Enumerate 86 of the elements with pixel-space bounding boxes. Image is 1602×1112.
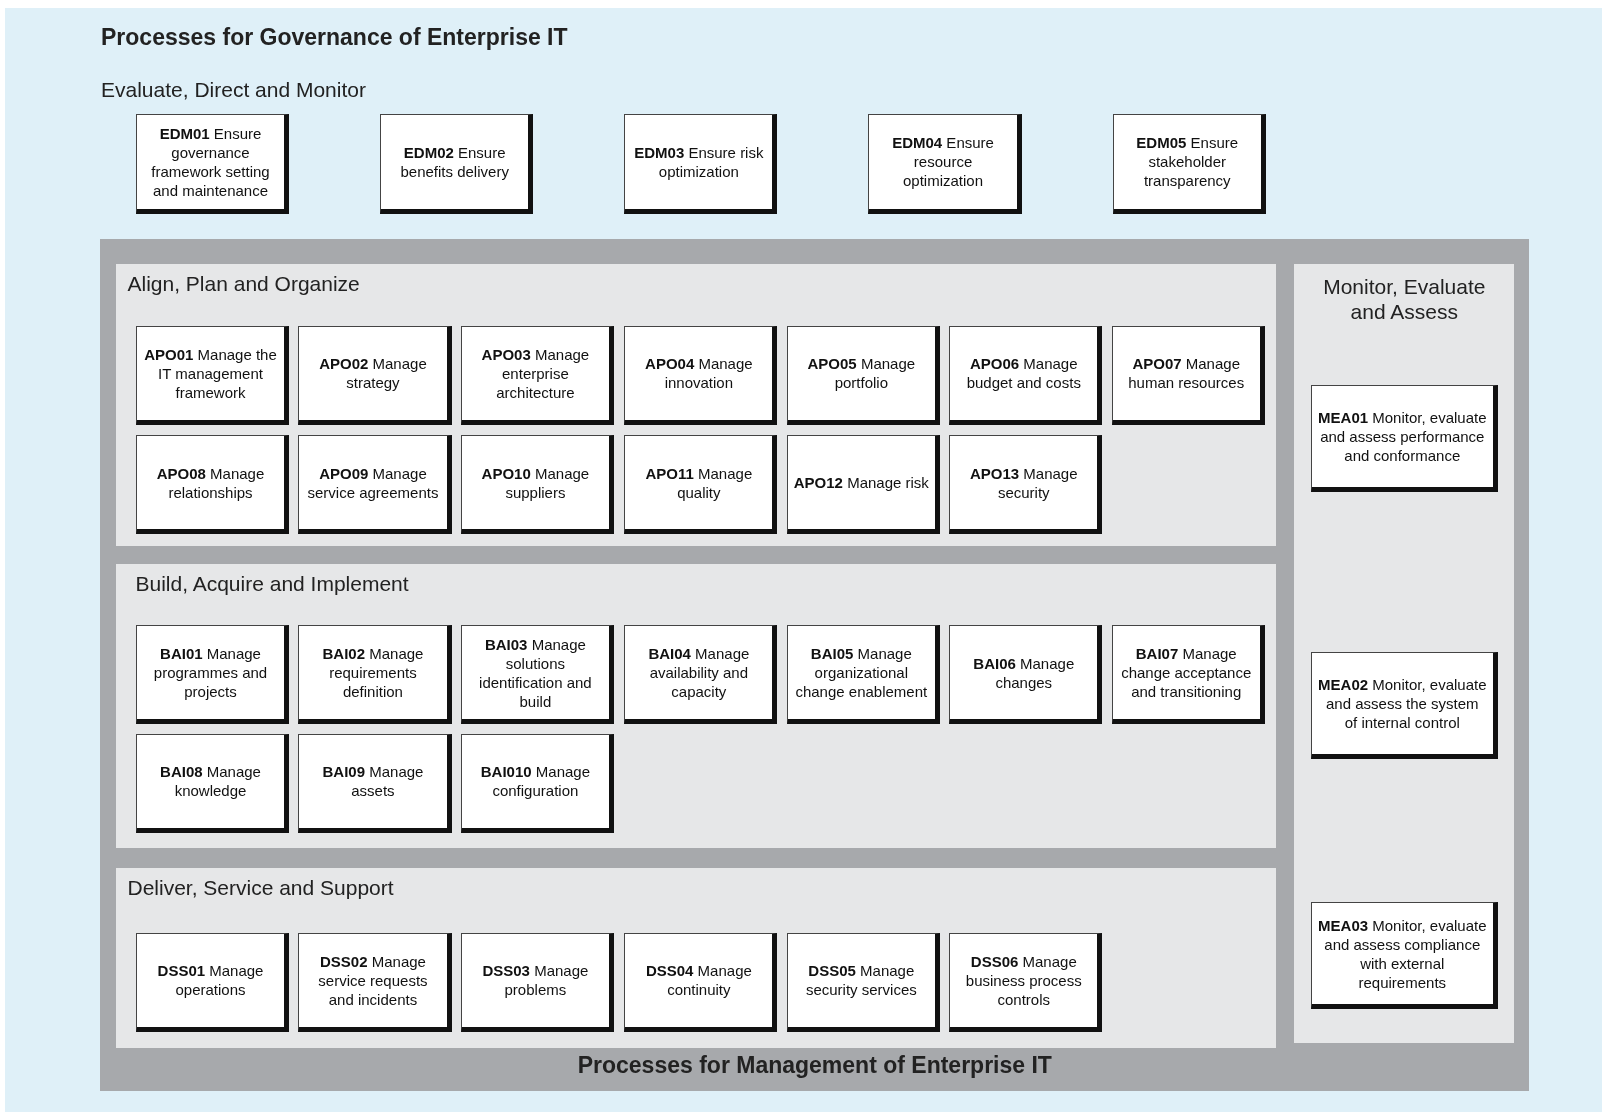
process-box <box>1310 385 1498 493</box>
domain-heading: Deliver, Service and Support <box>127 876 394 901</box>
process-box <box>298 733 452 833</box>
process-label: BAI06 Manage changes <box>972 653 1076 692</box>
process-box <box>786 932 940 1032</box>
process-label: EDM03 Ensure risk optimization <box>633 142 765 181</box>
process-label: APO13 Manage security <box>968 463 1079 502</box>
domain-heading: Build, Acquire and Implement <box>135 571 409 596</box>
process-box <box>624 625 778 725</box>
process-label: DSS05 Manage security services <box>804 961 918 1000</box>
process-label: EDM01 Ensure governance framework setting and maintenance <box>150 123 271 200</box>
process-box <box>298 435 452 535</box>
process-label: APO07 Manage human resources <box>1127 354 1246 393</box>
domain-panel <box>1294 263 1515 1044</box>
process-label: BAI010 Manage configuration <box>479 762 591 801</box>
process-label: APO01 Manage the IT management framework <box>143 344 278 402</box>
process-box <box>298 932 452 1032</box>
process-label: MEA01 Monitor, evaluate and assess performance and conformance <box>1317 408 1487 466</box>
process-box <box>460 625 614 725</box>
process-box <box>135 932 290 1032</box>
process-box <box>135 435 290 535</box>
process-label: DSS06 Manage business process controls <box>964 951 1083 1009</box>
domain-panel <box>100 239 1530 1092</box>
process-box <box>624 435 778 535</box>
process-label: APO06 Manage budget and costs <box>965 354 1082 393</box>
process-label: DSS03 Manage problems <box>481 961 590 1000</box>
domain-heading: Processes for Management of Enterprise IT <box>576 1052 1053 1080</box>
process-label: BAI09 Manage assets <box>321 762 425 801</box>
process-box <box>380 114 534 214</box>
process-box <box>135 733 290 833</box>
process-label: APO03 Manage enterprise architecture <box>480 344 591 402</box>
process-box <box>949 435 1103 535</box>
process-label: BAI04 Manage availability and capacity <box>647 644 751 702</box>
process-label: BAI08 Manage knowledge <box>159 762 262 801</box>
process-label: EDM04 Ensure resource optimization <box>891 133 995 191</box>
process-box <box>624 114 778 214</box>
domain-heading: Monitor, Evaluate and Assess <box>1322 273 1487 324</box>
process-label: APO11 Manage quality <box>644 463 754 502</box>
process-box <box>624 325 778 425</box>
process-box <box>135 114 290 214</box>
process-box <box>135 625 290 725</box>
process-label: DSS02 Manage service requests and incidents <box>317 951 429 1009</box>
process-box <box>298 625 452 725</box>
process-box <box>460 435 614 535</box>
process-box <box>868 114 1022 214</box>
process-label: DSS01 Manage operations <box>156 961 265 1000</box>
process-label: BAI01 Manage programmes and projects <box>152 644 269 702</box>
process-label: APO08 Manage relationships <box>155 463 266 502</box>
process-box <box>1310 902 1498 1010</box>
process-label: EDM02 Ensure benefits delivery <box>399 142 510 181</box>
process-box <box>1112 114 1266 214</box>
domain-heading: Align, Plan and Organize <box>127 271 360 296</box>
process-label: APO02 Manage strategy <box>318 354 428 393</box>
process-label: APO05 Manage portfolio <box>806 354 917 393</box>
process-box <box>624 932 778 1032</box>
process-label: APO04 Manage innovation <box>644 354 754 393</box>
process-label: DSS04 Manage continuity <box>644 961 753 1000</box>
process-box <box>1310 651 1498 760</box>
diagram-title: Processes for Governance of Enterprise IT <box>101 24 568 51</box>
process-box <box>786 435 940 535</box>
process-label: BAI07 Manage change acceptance and transitioning <box>1120 644 1253 702</box>
domain-panel <box>116 263 1277 546</box>
process-box <box>460 733 614 833</box>
process-label: MEA02 Monitor, evaluate and assess the system of internal control <box>1317 674 1487 732</box>
process-box <box>786 625 940 725</box>
process-box <box>949 932 1103 1032</box>
process-label: BAI05 Manage organizational change enablement <box>794 644 929 702</box>
process-label: BAI02 Manage requirements definition <box>321 644 425 702</box>
process-box <box>135 325 290 425</box>
process-box <box>949 625 1103 725</box>
process-box <box>1111 625 1265 725</box>
process-label: APO09 Manage service agreements <box>306 463 440 502</box>
domain-panel <box>116 563 1277 848</box>
process-label: MEA03 Monitor, evaluate and assess compliance with external requirements <box>1317 915 1487 992</box>
process-label: BAI03 Manage solutions identification and build <box>478 634 593 711</box>
process-box <box>1111 325 1265 425</box>
process-label: APO12 Manage risk <box>793 473 929 493</box>
process-box <box>298 325 452 425</box>
process-box <box>786 325 940 425</box>
process-box <box>949 325 1103 425</box>
domain-panel <box>116 868 1277 1049</box>
process-box <box>460 325 614 425</box>
section-heading: Evaluate, Direct and Monitor <box>101 78 366 102</box>
process-label: EDM05 Ensure stakeholder transparency <box>1135 133 1240 191</box>
process-box <box>460 932 614 1032</box>
process-label: APO10 Manage suppliers <box>480 463 591 502</box>
